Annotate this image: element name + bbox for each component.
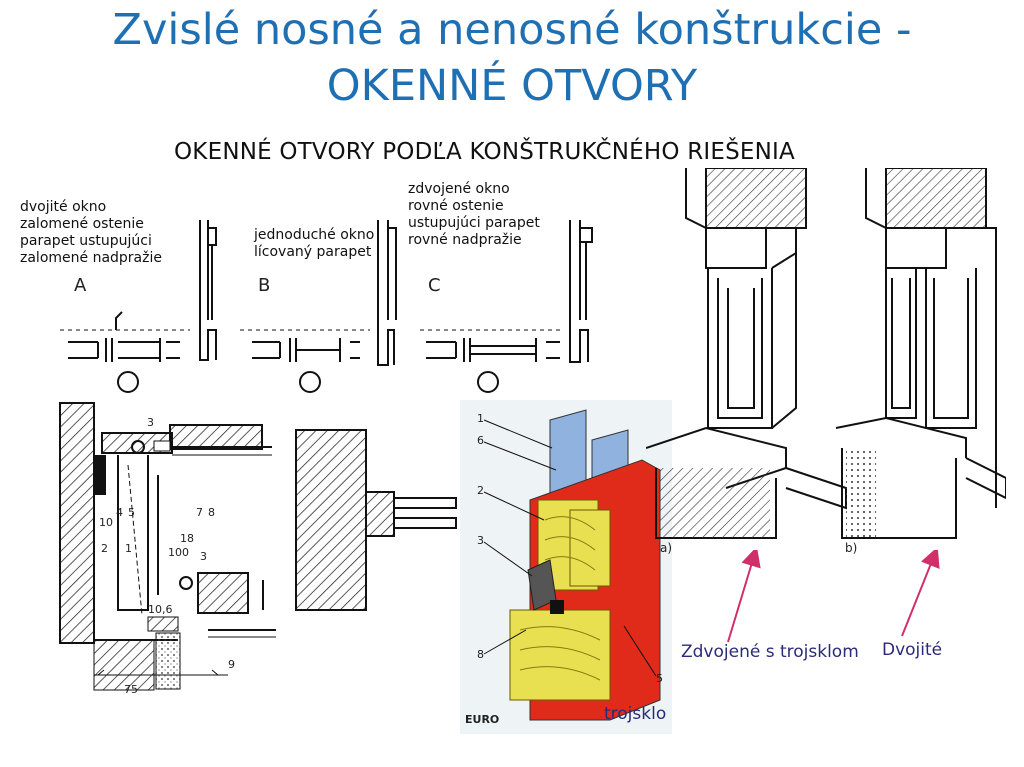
title-line-2: OKENNÉ OTVORY (326, 61, 698, 111)
euro-brand-label: EURO (465, 713, 500, 726)
arrow-to-b (901, 550, 940, 637)
dim-label: 9 (228, 658, 235, 671)
caption-double-triple: Zdvojené s trojsklom (681, 642, 859, 662)
dim-label: 100 (168, 546, 189, 559)
variant-c-line: ustupujúci parapet (408, 215, 540, 231)
profile-label: 2 (477, 484, 484, 497)
variant-c-line: zdvojené okno (408, 181, 510, 197)
dim-label: 2 (101, 542, 108, 555)
perspective-label-a: a) (660, 541, 673, 555)
dim-label: 10,6 (148, 603, 173, 616)
dim-label: 7 (196, 506, 203, 519)
profile-label: 8 (477, 648, 484, 661)
arrow-to-a (727, 550, 761, 643)
perspective-window-drawing (646, 168, 1006, 539)
profile-label: 3 (477, 534, 484, 547)
title-line-1: Zvislé nosné a nenosné konštrukcie - (112, 5, 912, 55)
dim-label: 4 (116, 506, 123, 519)
slide-subtitle: OKENNÉ OTVORY PODĽA KONŠTRUKČNÉHO RIEŠEN… (174, 139, 795, 165)
wall-section-drawing (295, 429, 457, 611)
profile-label: 1 (477, 412, 484, 425)
slide-title: Zvislé nosné a nenosné konštrukcie - OKE… (0, 2, 1024, 114)
window-detail-drawing (59, 402, 276, 691)
variant-b-letter: B (258, 275, 271, 296)
profile-label: 6 (477, 434, 484, 447)
variant-a-line: dvojité okno (20, 199, 107, 215)
caption-double: Dvojité (882, 640, 943, 660)
dim-label: 3 (147, 416, 154, 429)
dim-label: 5 (128, 506, 135, 519)
variant-a-letter: A (74, 275, 87, 296)
variant-sections-drawing (60, 220, 593, 393)
caption-triple-glass: trojsklo (604, 704, 667, 724)
dim-label: 8 (208, 506, 215, 519)
dim-label: 3 (200, 550, 207, 563)
variant-a-line: zalomené ostenie (20, 216, 144, 232)
dim-label: 10 (99, 516, 113, 529)
variant-b-line: lícovaný parapet (254, 244, 372, 260)
variant-c-description: zdvojené okno rovné ostenie ustupujúci p… (408, 181, 540, 249)
profile-label: 5 (656, 672, 663, 685)
variant-a-line: parapet ustupujúci (20, 233, 152, 249)
perspective-label-b: b) (845, 541, 858, 555)
dim-label: 18 (180, 532, 194, 545)
variant-a-description: dvojité okno zalomené ostenie parapet us… (20, 199, 162, 267)
dim-label: 1 (125, 542, 132, 555)
variant-c-letter: C (428, 275, 441, 296)
variant-c-line: rovné ostenie (408, 198, 504, 214)
variant-b-description: jednoduché okno lícovaný parapet (254, 227, 374, 261)
annotation-arrows (727, 550, 940, 643)
window-profile-cutaway (460, 400, 672, 734)
variant-a-line: zalomené nadpražie (20, 250, 162, 266)
variant-b-line: jednoduché okno (254, 227, 375, 243)
dim-label: 75 (124, 683, 138, 696)
variant-c-line: rovné nadpražie (408, 232, 522, 248)
